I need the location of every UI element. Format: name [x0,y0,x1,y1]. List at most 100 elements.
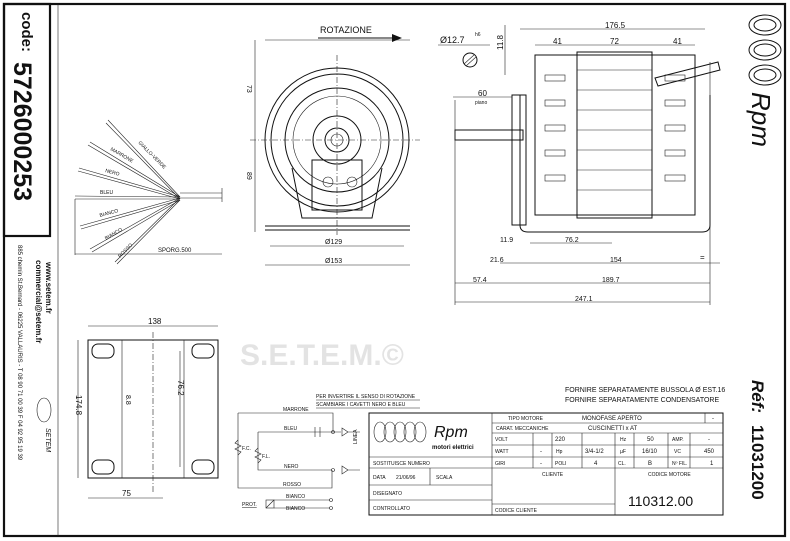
wiring-note-2: SCAMBIARE I CAVETTI NERO E BLEU [316,402,406,408]
mounting-base-view [77,325,219,499]
company-email: commercial@setem.fr [34,260,43,343]
dim-57-4: 57.4 [473,277,487,284]
carat-value: CUSCINETTI x AT [588,426,638,432]
dim-outer-diameter: Ø153 [325,258,342,265]
reference-label: Réf: [748,380,767,413]
dim-inner-diameter: Ø129 [325,239,342,246]
code-label: code: [18,12,35,52]
dim-shaft-flat: 60 [478,89,487,98]
dim-shaft-flat-label: piano [475,100,487,106]
title-block-rpm-logo [373,421,427,443]
giri-value: - [540,461,542,467]
reference-value: 11031200 [748,425,767,500]
wiring-label-nero: NERO [284,464,299,470]
note-condensatore: FORNIRE SEPARATAMENTE CONDENSATORE [565,397,719,404]
poli-value: 4 [594,461,598,467]
cl-value: B [648,461,652,467]
svg-text:SETEM: SETEM [44,428,51,452]
title-block [368,412,724,516]
wire-label-rosso: ROSSO [117,242,134,259]
code-box [2,2,52,238]
wiring-label-fl: F.L. [262,454,270,460]
wire-label-nero: NERO [104,168,120,178]
rotation-arrow [318,34,402,42]
codice-motore-value: 110312.00 [628,493,693,509]
wiring-diagram [234,399,420,510]
cliente-label: CLIENTE [542,472,564,478]
wiring-label-prot: PROT. [242,502,257,508]
motor-front-view [250,39,420,266]
dim-lower-height: 89 [245,172,252,180]
wire-bundle [74,119,223,265]
dim-21-6: 21.6 [490,257,504,264]
dim-flat-depth: 11.8 [496,34,505,50]
hz-label: Hz [620,437,627,443]
dim-76-2: 76.2 [565,237,579,244]
wiring-label-bleu: BLEU [284,426,297,432]
title-block-brand: Rpm [434,424,468,441]
company-address: 885 chemin St.Bernard - 06225 VALLAURIS … [16,245,22,461]
carat-label: CARAT. MECCANICHE [496,426,549,432]
wire-label-bleu: BLEU [100,190,113,196]
title-block-brand-subtitle: motori elettrici [432,445,474,451]
dim-base-height: 174.8 [74,395,83,416]
wiring-label-marrone: MARRONE [283,407,309,413]
watt-value: - [540,449,542,455]
hp-value: 3/4-1/2 [585,449,604,455]
fil-label: Nº FIL. [672,461,687,467]
amp-value: - [708,437,710,443]
codice-motore-label: CODICE MOTORE [648,472,691,478]
wiring-label-linea: LINEA [353,429,359,444]
dim-11-9: 11.9 [500,237,513,244]
wiring-label-fc: F.C. [242,446,251,452]
shaft-section [438,25,506,75]
motor-side-view [454,51,721,305]
amp-label: AMP. [672,437,684,443]
dim-half-width: 75 [122,489,131,498]
uf-label: µF [620,449,626,455]
dimension-lines [453,28,720,303]
volt-value: 220 [555,437,566,443]
fil-value: 1 [710,461,714,467]
dim-base-width: 138 [148,317,162,326]
dim-154: 154 [610,257,622,264]
dim-247-1: 247.1 [575,296,593,303]
hz-value: 50 [647,437,654,443]
data-label: DATA [373,475,386,481]
sostituisce-label: SOSTITUISCE NUMERO [373,461,430,467]
poli-label: POLI [555,461,566,467]
wire-length-label: SPORG.500 [158,248,192,254]
dim-top-height: 73 [245,85,252,93]
dim-overall-width: 176.5 [605,21,626,30]
dim-shaft-diameter: Ø12.7 [440,35,465,45]
dim-slot-spacing: 76.2 [176,380,185,396]
note-bussola: FORNIRE SEPARATAMENTE BUSSOLA Ø EST.16 [565,387,725,394]
wiring-label-bianco-1: BIANCO [286,494,305,500]
watermark: S.E.T.E.M.© [240,339,404,372]
disegnato-label: DISEGNATO [373,491,402,497]
controllato-label: CONTROLLATO [373,506,410,512]
vc-value: 450 [704,449,715,455]
uf-value: 16/10 [642,449,658,455]
scala-label: SCALA [436,475,453,481]
rpm-logo: Rpm [746,14,782,147]
company-website: www.setem.fr [44,261,53,314]
giri-label: GIRI [495,461,505,467]
dim-seg-mid: 72 [610,37,619,46]
vc-label: VC [674,449,681,455]
tipo-motore: MONOFASE APERTO [582,416,642,422]
dim-seg-left: 41 [553,37,562,46]
dim-shaft-tolerance: h6 [475,32,481,38]
dim-slot-offset: 8.8 [124,395,131,405]
cl-label: CL. [618,461,626,467]
codice-cliente-label: CODICE CLIENTE [495,508,538,514]
setem-logo: SETEM [36,397,52,452]
tipo-motore-label: TIPO MOTORE [508,416,544,422]
svg-text:Rpm: Rpm [746,92,776,147]
rotation-label: ROTAZIONE [320,25,372,35]
volt-label: VOLT [495,437,508,443]
watt-label: WATT [495,449,509,455]
dim-seg-right: 41 [673,37,682,46]
